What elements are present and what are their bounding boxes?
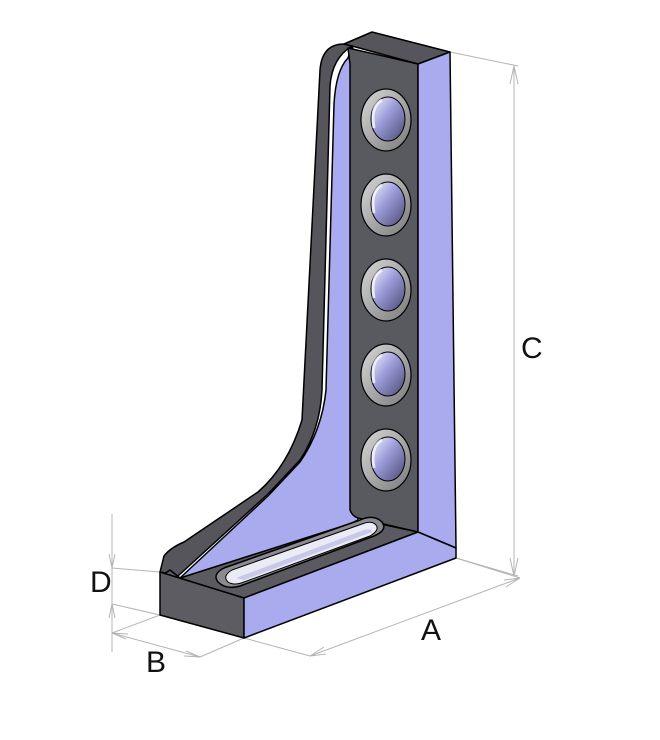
hole-highlight <box>371 98 383 129</box>
web-face <box>179 45 359 579</box>
hole-bore <box>370 181 406 227</box>
dimension-label-c: C <box>521 332 543 365</box>
hole-bore <box>370 266 406 312</box>
mounting-hole <box>360 258 412 322</box>
dimension-label-a: A <box>421 614 441 647</box>
dimension-label-b: B <box>146 646 166 679</box>
base-slot <box>215 516 385 589</box>
hole-highlight <box>371 438 383 469</box>
hole-highlight <box>371 353 383 384</box>
hole-bore <box>370 96 406 142</box>
dimension-label-d: D <box>90 566 112 599</box>
mounting-hole <box>360 88 412 152</box>
base-side-face <box>243 531 457 639</box>
mounting-hole <box>360 428 412 492</box>
hole-highlight <box>371 183 383 214</box>
l-bracket <box>159 31 457 639</box>
vertical-side-face <box>417 51 457 549</box>
hole-highlight <box>371 268 383 299</box>
mounting-hole <box>360 173 412 237</box>
mounting-hole <box>360 343 412 407</box>
hole-bore <box>370 351 406 397</box>
dimension-lines <box>108 51 521 658</box>
hole-bore <box>370 436 406 482</box>
mounting-holes <box>360 88 412 492</box>
